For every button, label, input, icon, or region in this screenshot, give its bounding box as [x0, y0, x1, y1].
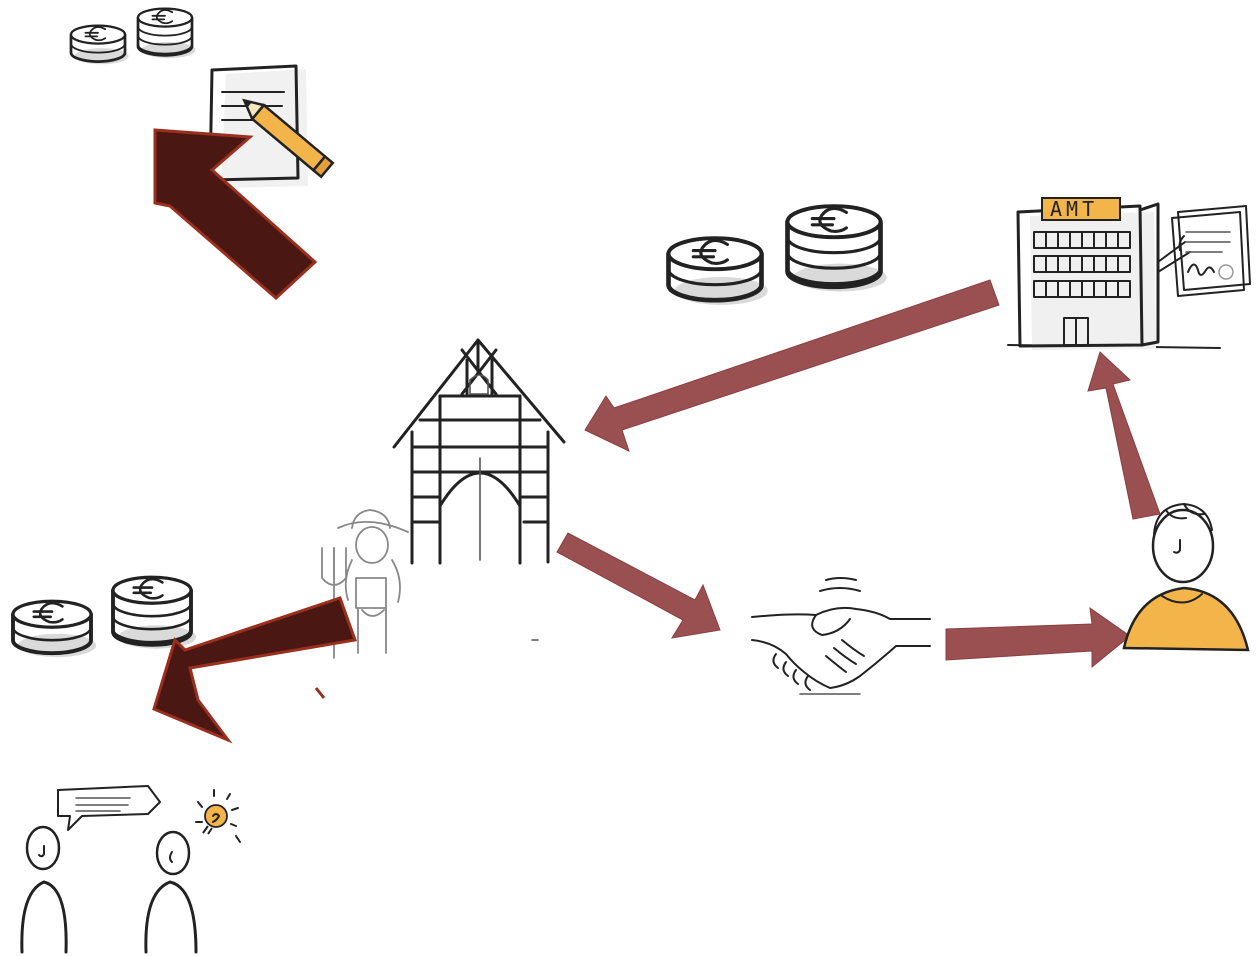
government-office-icon: AMT — [1007, 197, 1251, 350]
arrow-office-to-house-icon — [584, 279, 1000, 452]
office-sign-label: AMT — [1050, 197, 1098, 221]
citizen-person-icon — [1122, 503, 1250, 652]
arrow-to-discussion-icon — [152, 596, 358, 744]
arrow-citizen-to-office-icon — [1087, 351, 1161, 520]
signed-document-icon — [1171, 205, 1251, 297]
coins-middle-icon — [669, 206, 887, 305]
timber-frame-house-icon — [392, 338, 566, 565]
handshake-icon — [751, 577, 931, 695]
coins-top-left-icon — [69, 7, 197, 66]
farmer-icon — [321, 509, 409, 659]
arrow-to-contract-icon — [153, 128, 318, 301]
contract-pencil-icon — [208, 64, 335, 188]
discussion-people-icon — [20, 785, 198, 954]
arrow-house-to-handshake-icon — [556, 532, 721, 639]
coins-bottom-left-icon — [11, 575, 199, 660]
idea-lightbulb-icon — [195, 789, 241, 843]
arrow-handshake-to-citizen-icon — [945, 606, 1131, 669]
